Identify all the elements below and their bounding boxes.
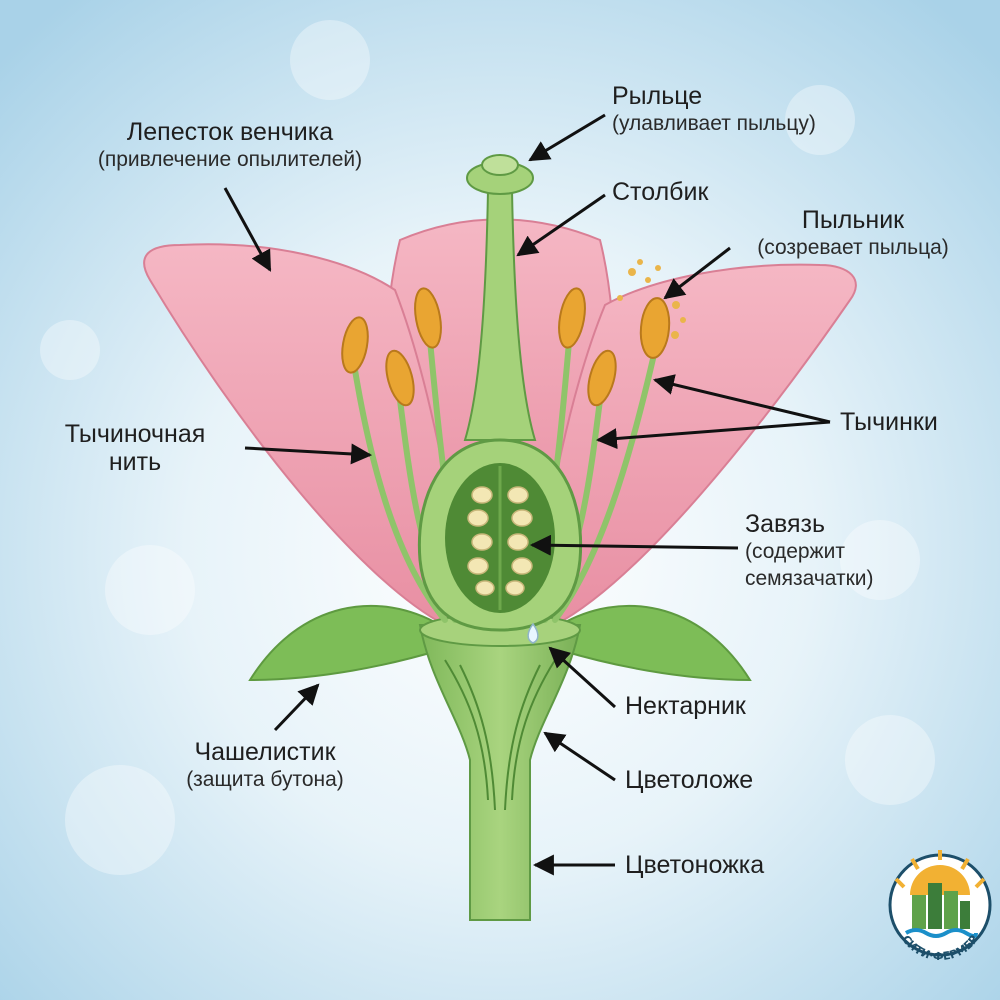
anthers [341,287,671,407]
label-receptacle-title: Цветоложе [625,766,754,794]
style [463,189,537,441]
label-pedicel-title: Цветоножка [625,851,765,879]
label-anther-sub: (созревает пыльца) [757,236,949,259]
sepal-right [559,604,752,682]
arrow-nectary [548,646,617,709]
receptacle-veins [444,659,556,811]
logo: СИТИ·ФЕРМЕР [888,850,992,963]
label-stigma-sub: (улавливает пыльцу) [612,112,816,135]
arrow-petal [223,187,272,272]
label-ovary-sub2: семязачатки) [745,567,874,590]
petal-left [143,243,472,627]
label-filament-title: Тычиночная [64,420,206,448]
label-style: Столбик [612,178,708,206]
label-stigma: Рыльце (улавливает пыльцу) [612,82,816,137]
arrow-stamen-1 [652,374,831,424]
label-anther: Пыльник (созревает пыльца) [728,206,978,261]
pollen-grains [617,259,686,339]
sepal-left [248,604,441,682]
label-pedicel: Цветоножка [625,851,764,879]
label-filament: Тычиночная нить [30,420,240,476]
pointer-arrows [223,113,831,876]
logo-building-4 [960,901,970,929]
logo-building-3 [944,891,958,929]
label-petal-sub: (привлечение опылителей) [97,148,363,171]
label-petal: Лепесток венчика (привлечение опылителей… [55,118,405,173]
arrow-ovary [529,534,739,556]
label-ovary-title: Завязь [745,510,826,538]
label-petal-title: Лепесток венчика [126,118,334,146]
label-stamens-title: Тычинки [840,408,938,436]
logo-building-2 [928,883,942,929]
label-ovary-sub: (содержит [745,540,845,563]
bokeh-circles [40,20,935,875]
nectar-drop [527,622,539,644]
arrow-stamen-2 [595,420,831,450]
label-filament-title2: нить [108,448,162,476]
logo-sun-icon [910,865,970,895]
label-stamens: Тычинки [840,408,938,436]
label-stigma-title: Рыльце [612,82,703,110]
logo-building-1 [912,895,926,929]
arrow-style [516,193,606,257]
label-receptacle: Цветоложе [625,766,753,794]
label-nectary-title: Нектарник [625,692,746,720]
label-sepal-sub: (защита бутона) [186,768,344,791]
stigma-top [481,154,519,176]
arrow-filament [244,443,373,465]
arrow-anther [663,246,731,300]
label-ovary: Завязь (содержит семязачатки) [745,510,874,592]
label-style-title: Столбик [612,178,709,206]
logo-sunrays [894,850,986,889]
arrow-receptacle [543,731,616,782]
ovules [467,486,533,596]
label-sepal-title: Чашелистик [194,738,336,766]
label-anther-title: Пыльник [801,206,905,234]
arrow-sepal [273,683,320,732]
arrow-stigma [528,113,606,162]
label-sepal: Чашелистик (защита бутона) [150,738,380,793]
logo-water-icon [904,928,978,938]
label-nectary: Нектарник [625,692,746,720]
